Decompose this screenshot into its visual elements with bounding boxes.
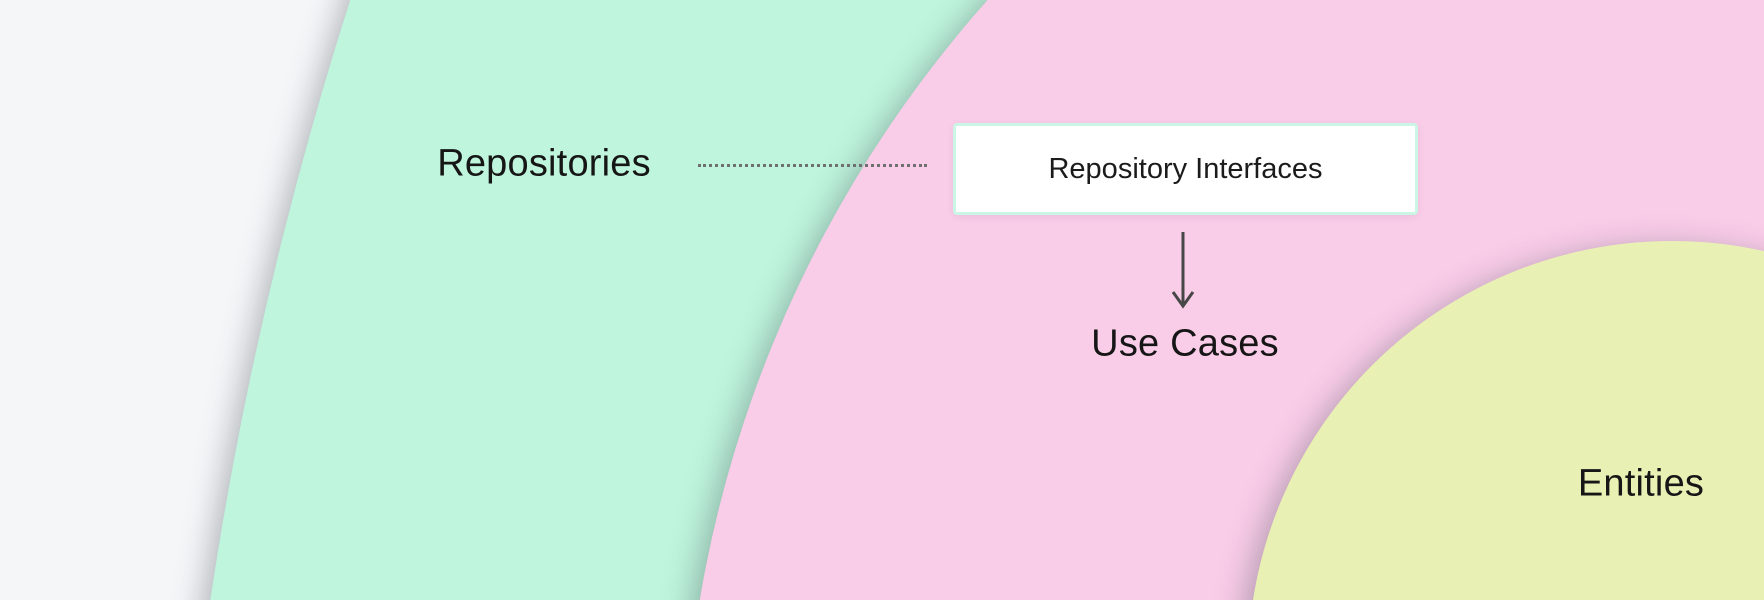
label-entities: Entities <box>1577 462 1705 505</box>
repository-interfaces-box: Repository Interfaces <box>953 123 1418 215</box>
dotted-connector <box>698 164 927 167</box>
label-repositories: Repositories <box>437 142 651 185</box>
label-use-cases: Use Cases <box>1091 322 1279 365</box>
repository-interfaces-label: Repository Interfaces <box>1048 152 1323 185</box>
down-arrow-connector <box>1163 228 1203 314</box>
down-arrow-icon <box>1171 232 1195 309</box>
